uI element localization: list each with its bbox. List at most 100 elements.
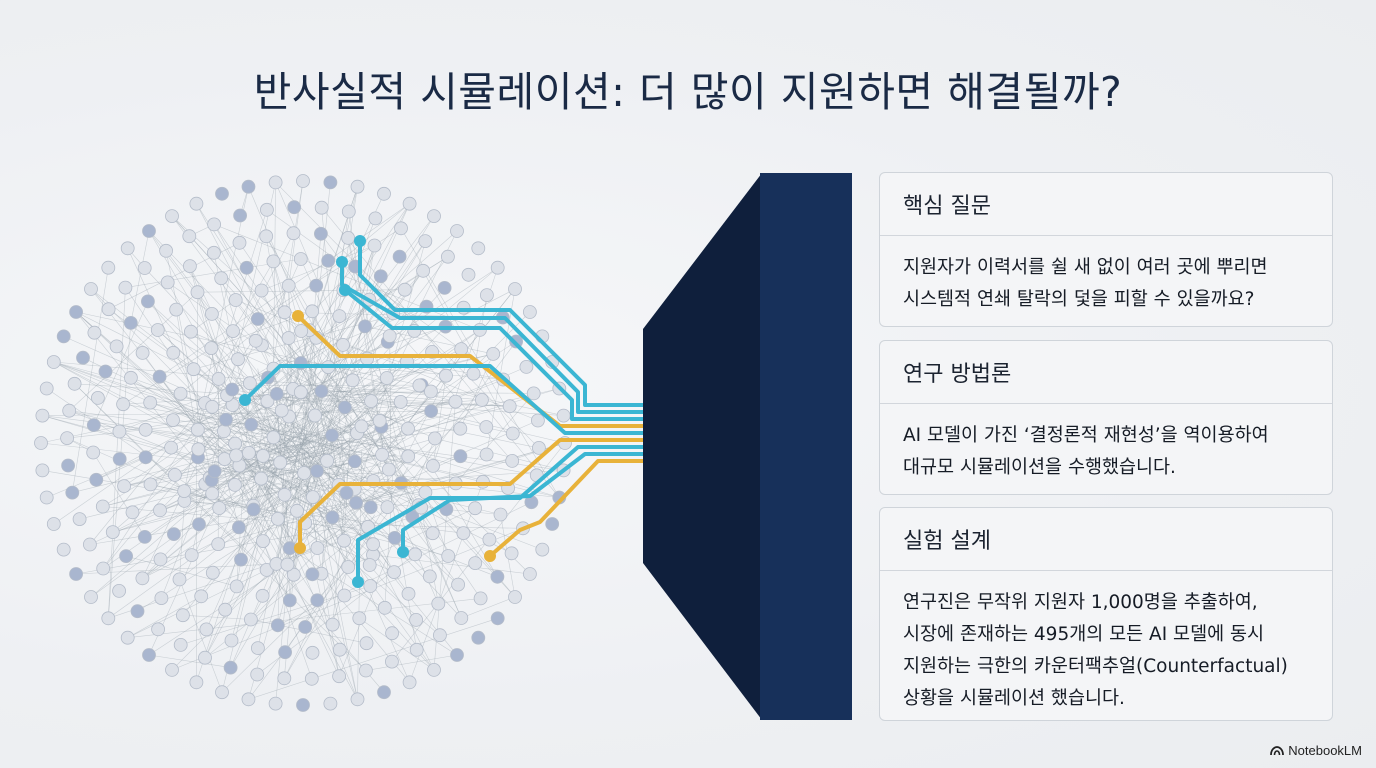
network-link [353,410,432,455]
network-link [211,347,306,471]
network-link [294,398,539,449]
network-node [182,229,197,244]
network-node [337,588,352,603]
network-node [207,217,222,232]
network-node [456,526,471,540]
network-node [259,202,274,217]
network-node [190,422,205,437]
network-node [215,685,229,700]
network-link [336,342,447,376]
network-node [381,462,396,477]
network-link [249,383,361,536]
network-node [293,252,308,266]
network-node [314,200,329,215]
network-node [112,452,127,466]
network-node [372,413,387,428]
network-node [191,442,206,457]
network-node [427,663,441,677]
network-link [248,366,342,700]
network-node [123,315,138,330]
network-node [341,204,356,219]
network-link [142,404,353,579]
network-link [250,455,412,620]
filter-wall [643,173,852,720]
network-node [142,224,156,238]
network-node [332,309,347,324]
network-link [74,383,564,416]
network-node [61,458,75,473]
network-node [409,642,424,657]
network-link [102,506,358,529]
network-link [157,329,372,445]
network-node [56,329,71,344]
network-link [147,301,292,433]
gold-wire [298,438,660,548]
network-node [349,495,364,510]
network-node [228,436,243,451]
network-link [157,329,361,521]
network-link [184,500,464,534]
network-node [89,472,104,487]
network-link [148,654,231,668]
card-heading: 실험 설계 [880,508,1332,571]
network-node [250,641,265,655]
network-node [69,305,83,319]
network-link [69,410,305,474]
network-link [112,230,458,533]
network-node [468,556,483,570]
network-node [290,503,304,518]
network-node [248,333,263,348]
network-node [448,394,463,409]
network-node [359,636,374,651]
network-node [426,458,440,473]
card-line: 시스템적 연쇄 탈락의 덫을 피할 수 있을까요? [903,289,1255,310]
network-node [116,397,130,412]
network-node [250,312,265,326]
network-node [437,280,452,295]
network-link [123,388,392,405]
network-link [389,391,432,450]
network-link [172,419,344,438]
network-node [427,431,442,446]
network-link [260,469,389,510]
cyan-wire [343,288,660,421]
network-link [175,309,202,463]
network-node [532,440,546,455]
network-link [343,414,352,541]
network-link [359,617,435,671]
network-link [112,491,276,533]
network-link [323,353,494,398]
network-link [197,209,268,430]
network-node [123,370,138,385]
network-node [250,667,265,682]
network-node [352,611,367,626]
network-link [288,547,458,656]
network-link [96,457,146,481]
network-link [271,405,510,469]
network-node [232,235,247,250]
network-node [387,531,402,545]
wire-endpoint [484,550,496,562]
network-link [212,455,264,494]
wire-endpoint [294,542,306,554]
network-node [418,234,433,249]
network-link [257,393,349,568]
network-node [358,663,373,678]
network-link [253,299,370,510]
network-node [86,418,101,433]
network-link [148,528,342,656]
network-node [135,345,150,360]
network-link [220,277,358,430]
network-node [325,428,339,443]
network-node [453,449,468,464]
network-node [508,590,522,604]
network-node [454,611,469,625]
network-node [256,534,270,548]
filter-wall-front [760,173,852,720]
network-node [367,238,382,253]
network-link [317,385,566,444]
network-node [119,549,133,563]
network-node [215,186,229,201]
network-node [394,221,408,236]
network-node [242,376,257,391]
